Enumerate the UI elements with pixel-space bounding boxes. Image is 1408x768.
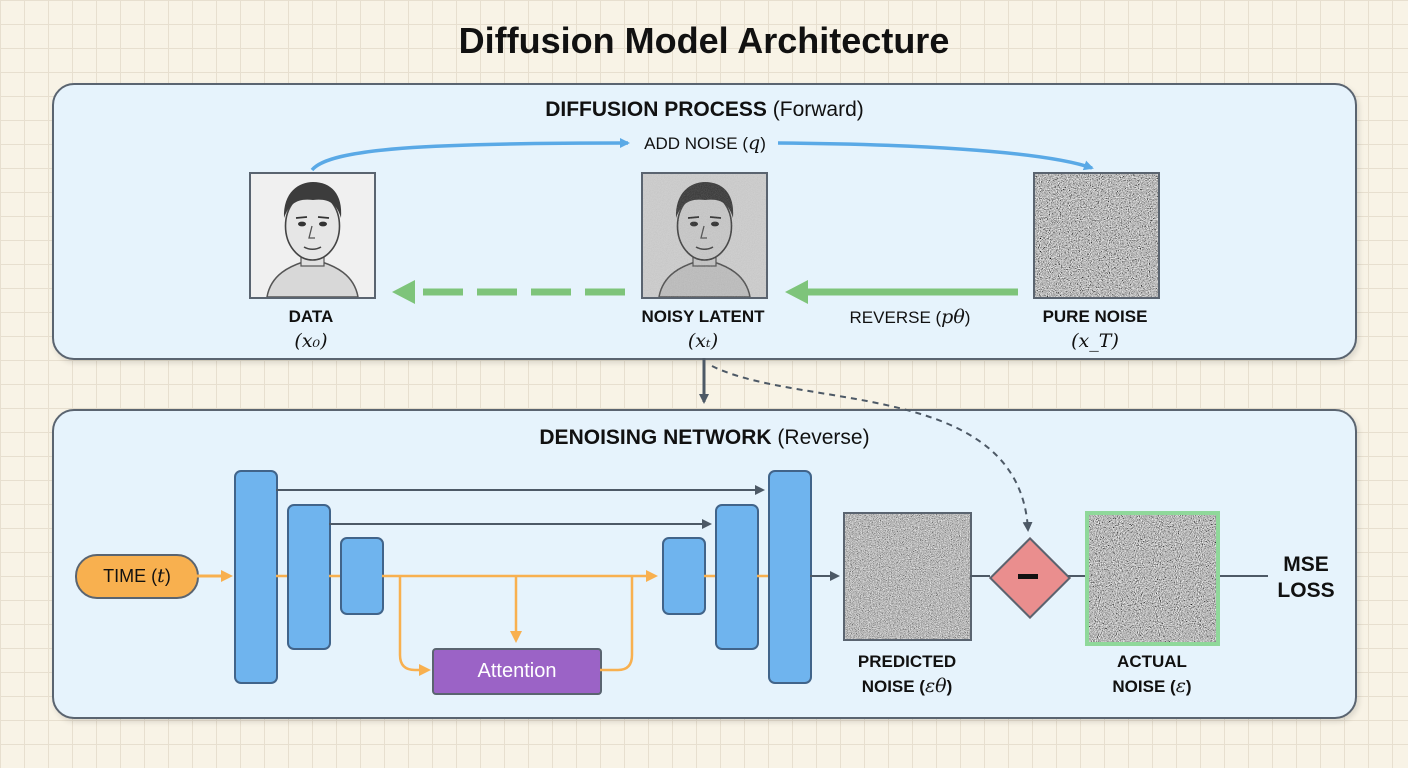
minus-icon (1018, 574, 1038, 579)
pure-noise-image (1033, 172, 1160, 299)
diffusion-process-title: DIFFUSION PROCESS (Forward) (545, 98, 864, 121)
attention-block: Attention (432, 648, 602, 695)
page-title: Diffusion Model Architecture (458, 20, 950, 61)
mse-loss-label: MSE LOSS (1277, 553, 1335, 602)
noise-texture-icon (1089, 515, 1216, 642)
pure-noise-label: PURE NOISE (x_T) (1042, 307, 1148, 352)
noise-texture-icon (845, 514, 970, 639)
encoder-block-3 (340, 537, 384, 615)
encoder-block-2 (287, 504, 331, 650)
data-image (249, 172, 376, 299)
data-label: DATA (x₀) (288, 307, 334, 352)
encoder-block-1 (234, 470, 278, 684)
decoder-block-3 (662, 537, 706, 615)
time-input: TIME (t) (75, 554, 199, 599)
actual-noise-label: ACTUAL NOISE (ε) (1112, 652, 1192, 697)
decoder-block-1 (768, 470, 812, 684)
predicted-noise-image (843, 512, 972, 641)
reverse-label: REVERSE (pθ) (849, 306, 971, 328)
noisy-latent-image (641, 172, 768, 299)
predicted-noise-label: PREDICTED NOISE (εθ) (857, 652, 957, 697)
add-noise-label: ADD NOISE (q) (644, 132, 766, 154)
noisy-latent-label: NOISY LATENT (xₜ) (641, 307, 765, 352)
denoising-network-title: DENOISING NETWORK (Reverse) (539, 426, 870, 449)
actual-noise-image (1085, 511, 1220, 646)
noise-texture-icon (1035, 174, 1158, 297)
noisy-face-icon (643, 174, 766, 297)
face-icon (251, 174, 374, 297)
decoder-block-2 (715, 504, 759, 650)
